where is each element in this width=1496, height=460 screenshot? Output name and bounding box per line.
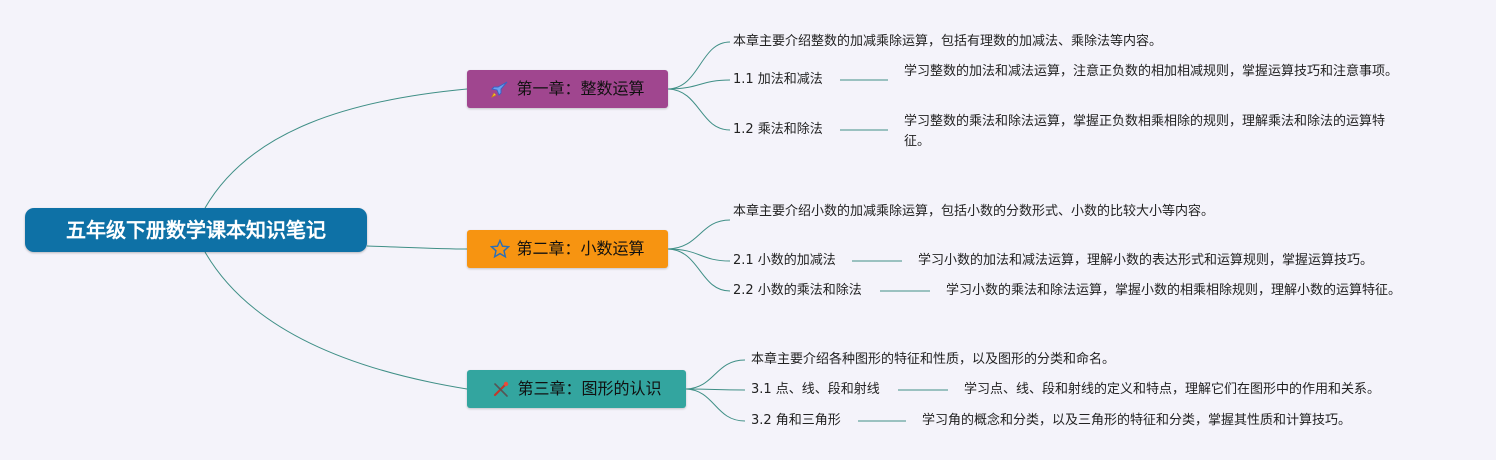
chapter-2-section-2-desc[interactable]: 学习小数的乘法和除法运算，掌握小数的相乘相除规则，理解小数的运算特征。 [946, 283, 1402, 298]
link-root-ch1 [204, 88, 468, 209]
link-ch2-summary [667, 219, 731, 250]
link-ch2-s2 [667, 248, 731, 292]
chapter-3-title: 第三章：图形的认识 [517, 379, 662, 398]
chapter-3-section-2-title[interactable]: 3.2 角和三角形 [751, 413, 841, 428]
tools-icon [491, 379, 511, 399]
link-ch3-summary [685, 359, 746, 390]
link-ch2-s1 [667, 248, 731, 262]
chapter-1-section-2-desc[interactable]: 学习整数的乘法和除法运算，掌握正负数相乘相除的规则，理解乘法和除法的运算特征。 [904, 114, 1386, 149]
chapter-2-title: 第二章：小数运算 [516, 239, 645, 258]
link-ch1-s1 [667, 79, 731, 90]
chapter-1-title: 第一章：整数运算 [516, 79, 645, 98]
root-topic[interactable]: 五年级下册数学课本知识笔记 [25, 208, 367, 252]
link-root-ch3 [204, 251, 468, 390]
chapter-3-section-1-title[interactable]: 3.1 点、线、段和射线 [751, 382, 880, 397]
chapter-2-topic[interactable]: 第二章：小数运算 [467, 230, 668, 268]
chapter-2-summary[interactable]: 本章主要介绍小数的加减乘除运算，包括小数的分数形式、小数的比较大小等内容。 [733, 204, 1215, 219]
rocket-icon [490, 79, 510, 99]
chapter-1-section-1-desc[interactable]: 学习整数的加法和减法运算，注意正负数的相加相减规则，掌握运算技巧和注意事项。 [904, 64, 1399, 79]
chapter-2-section-1-desc[interactable]: 学习小数的加法和减法运算，理解小数的表达形式和运算规则，掌握运算技巧。 [918, 253, 1374, 268]
chapter-3-section-2-desc[interactable]: 学习角的概念和分类，以及三角形的特征和分类，掌握其性质和计算技巧。 [922, 413, 1352, 428]
link-root-ch2 [366, 245, 468, 250]
chapter-1-summary[interactable]: 本章主要介绍整数的加减乘除运算，包括有理数的加减法、乘除法等内容。 [733, 34, 1163, 49]
link-ch1-s2 [667, 88, 731, 131]
chapter-2-section-2-title[interactable]: 2.2 小数的乘法和除法 [733, 283, 862, 298]
chapter-3-topic[interactable]: 第三章：图形的认识 [467, 370, 686, 408]
link-ch1-summary [667, 41, 731, 90]
link-ch3-s2 [685, 388, 746, 422]
chapter-1-topic[interactable]: 第一章：整数运算 [467, 70, 668, 108]
chapter-2-section-1-title[interactable]: 2.1 小数的加减法 [733, 253, 836, 268]
star-icon [490, 239, 511, 259]
chapter-1-section-2-title[interactable]: 1.2 乘法和除法 [733, 122, 823, 137]
chapter-3-summary[interactable]: 本章主要介绍各种图形的特征和性质，以及图形的分类和命名。 [751, 352, 1116, 367]
link-ch3-s1 [685, 388, 746, 391]
chapter-3-section-1-desc[interactable]: 学习点、线、段和射线的定义和特点，理解它们在图形中的作用和关系。 [964, 382, 1381, 397]
chapter-1-section-1-title[interactable]: 1.1 加法和减法 [733, 72, 823, 87]
